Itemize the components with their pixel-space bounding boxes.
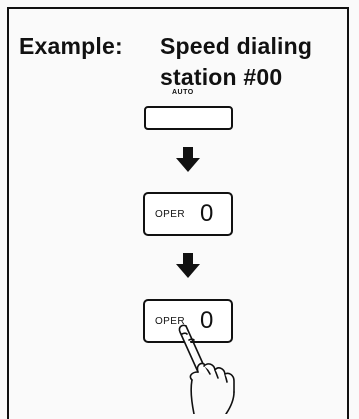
down-arrow-icon bbox=[176, 147, 200, 172]
example-title-line2: station #00 bbox=[160, 64, 283, 90]
oper-key-label: OPER bbox=[155, 316, 185, 327]
oper-key: OPER 0 bbox=[143, 192, 233, 236]
example-heading: Example: bbox=[19, 33, 123, 59]
example-title-line1: Speed dialing bbox=[160, 33, 313, 59]
oper-key-digit: 0 bbox=[200, 200, 214, 227]
oper-key-pressed: OPER 0 bbox=[143, 299, 233, 343]
auto-key bbox=[144, 106, 233, 130]
oper-key-label: OPER bbox=[155, 209, 185, 220]
down-arrow-icon bbox=[176, 253, 200, 278]
auto-key-label: AUTO bbox=[172, 89, 194, 96]
example-frame bbox=[7, 7, 349, 419]
oper-key-digit: 0 bbox=[200, 307, 214, 334]
pointing-hand-icon bbox=[178, 324, 235, 414]
